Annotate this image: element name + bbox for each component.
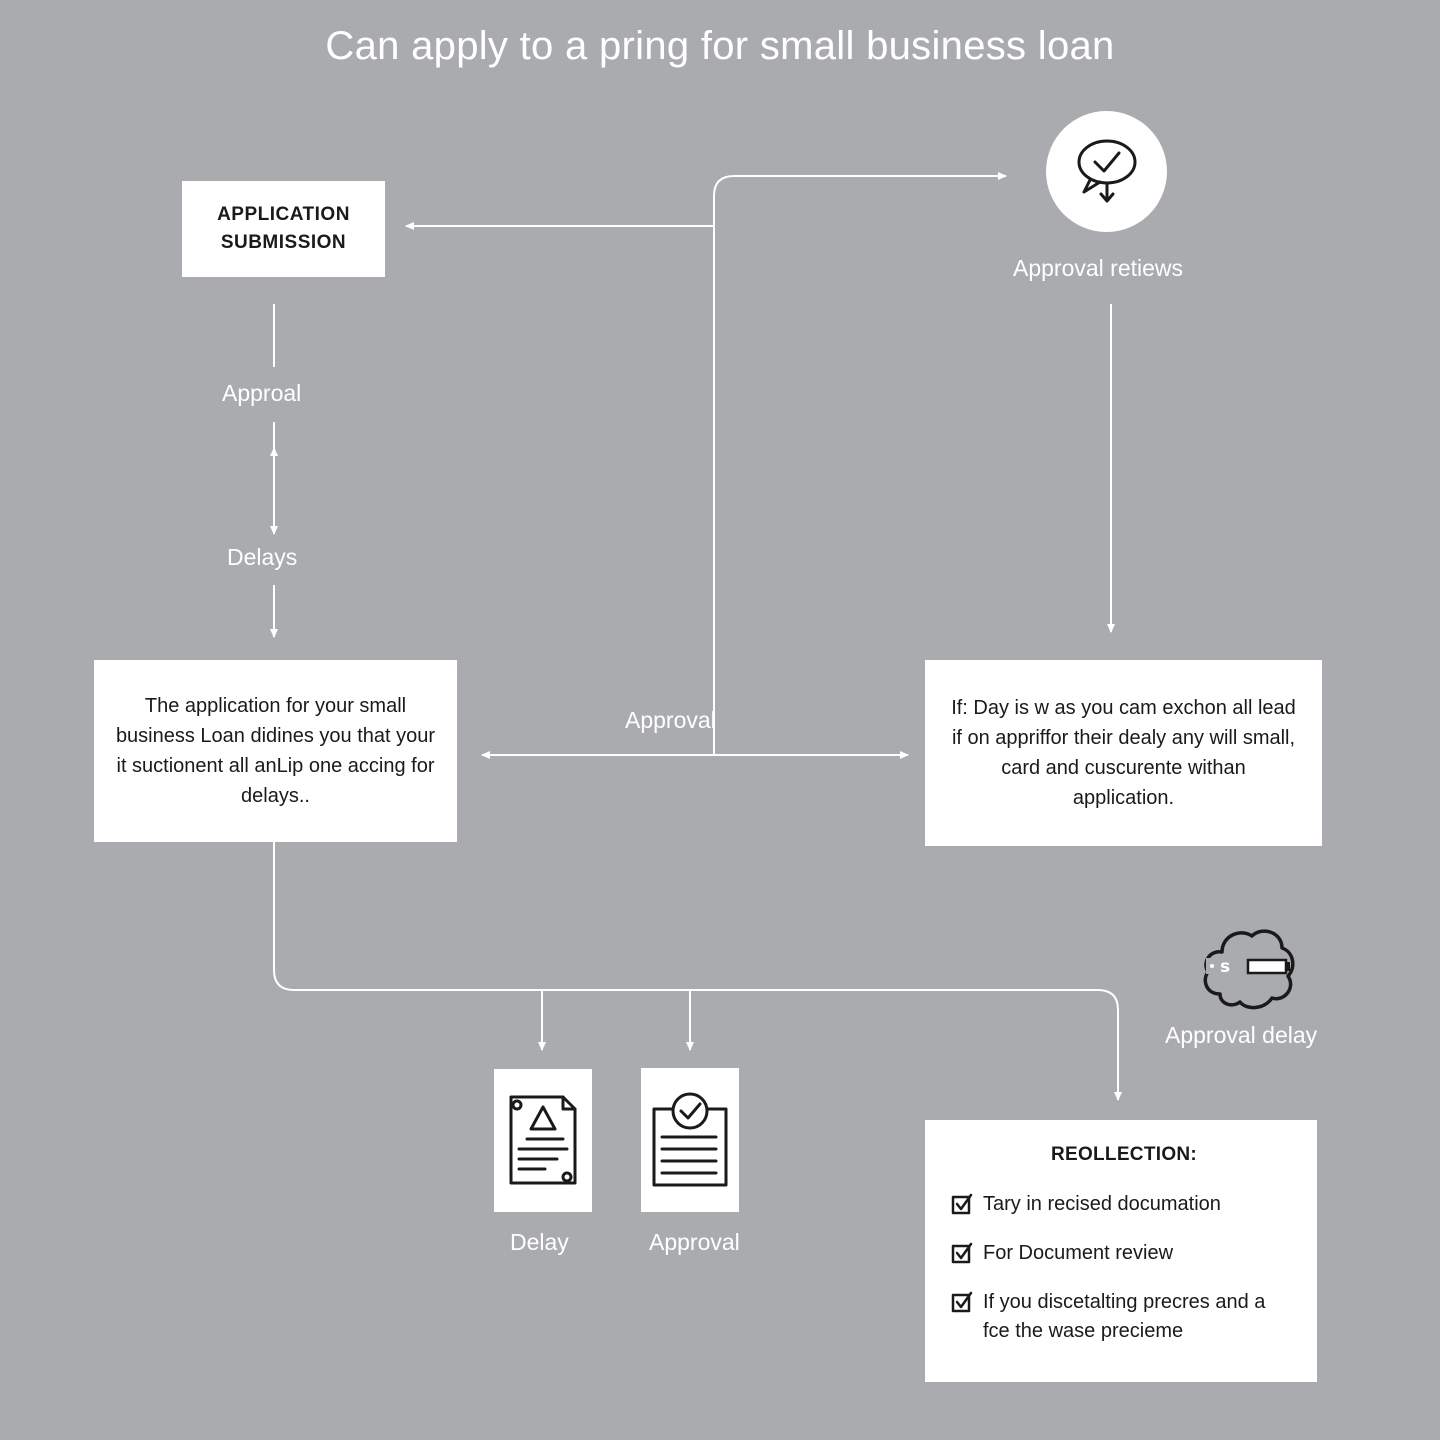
checkbox-checked-icon (951, 1291, 973, 1313)
recollection-item-text: Tary in recised documation (983, 1193, 1221, 1215)
svg-text:s: s (1220, 957, 1230, 977)
label-delays: Delays (227, 544, 298, 570)
recollection-item: For Document review (951, 1239, 1297, 1268)
checkbox-checked-icon (951, 1242, 973, 1264)
application-info-box: The application for your small business … (94, 660, 457, 842)
label-approval-delay: Approval delay (1165, 1022, 1318, 1048)
approval-document-card (641, 1068, 739, 1212)
checkbox-checked-icon (951, 1193, 973, 1215)
recollection-item: If you discetalting precres and a fce th… (951, 1288, 1297, 1346)
recollection-item: Tary in recised documation (951, 1190, 1297, 1219)
cloud-money-icon: s (1203, 929, 1295, 1010)
warning-document-icon (509, 1095, 577, 1184)
recollection-heading: REOLLECTION: (1050, 1144, 1198, 1165)
label-approval-doc: Approval (649, 1229, 740, 1255)
delay-info-text: If: Day is w as you cam exchon all lead … (951, 697, 1296, 809)
label-approval-reviews: Approval retiews (1013, 255, 1184, 281)
connector-bottom-bus (273, 842, 1122, 1101)
label-delay-doc: Delay (510, 1229, 569, 1255)
label-approval-left: Approal (222, 380, 302, 406)
delay-document-card (494, 1069, 592, 1212)
approval-review-node (1046, 111, 1167, 232)
recollection-item-text: If you discetalting precres and a fce th… (983, 1291, 1266, 1342)
delay-info-box: If: Day is w as you cam exchon all lead … (925, 660, 1322, 846)
label-approval-mid: Approval (625, 707, 716, 733)
speech-bubble-check-icon (1077, 139, 1136, 202)
recollection-box: REOLLECTION: Tary in recised documation … (925, 1120, 1317, 1382)
diagram-title: Can apply to a pring for small business … (325, 24, 1115, 68)
connector-center-trunk (713, 172, 1007, 755)
recollection-item-text: For Document review (983, 1242, 1174, 1264)
application-info-text: The application for your small business … (115, 695, 436, 807)
submission-label-line1: APPLICATION (217, 204, 350, 225)
submission-label-line2: SUBMISSION (220, 232, 347, 253)
application-submission-box: APPLICATION SUBMISSION (182, 181, 385, 277)
checked-document-icon (652, 1092, 728, 1187)
